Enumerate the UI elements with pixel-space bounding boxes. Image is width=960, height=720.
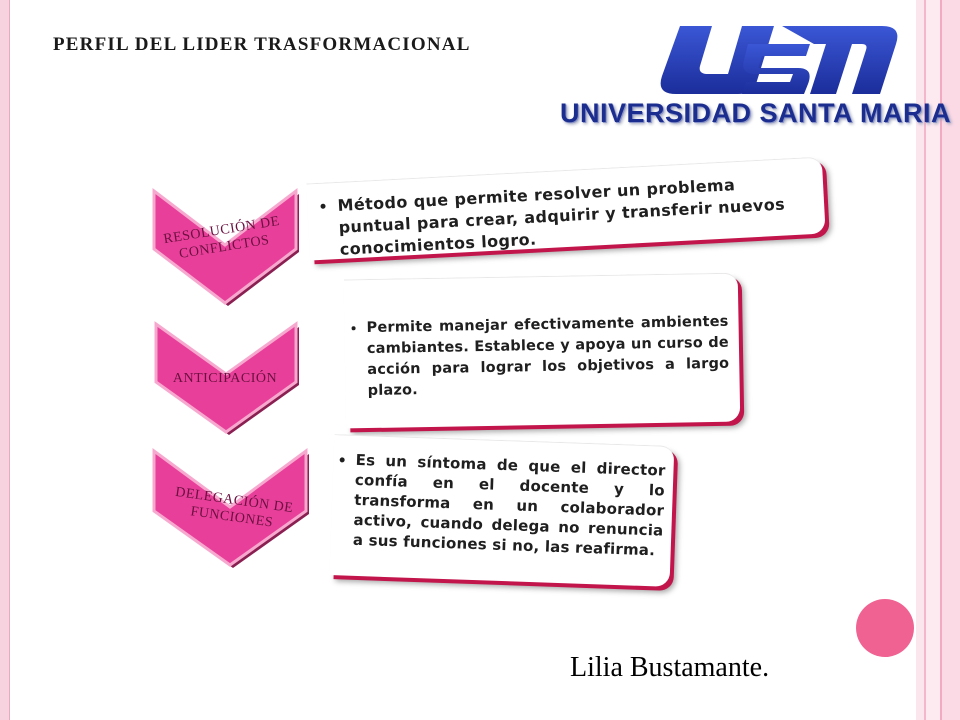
slide-title: PERFIL DEL LIDER TRASFORMACIONAL [53, 34, 471, 55]
description-anticipacion: Permite manejar efectivamente ambientes … [366, 312, 729, 402]
logo-s-shape [742, 44, 810, 94]
logo-m-shape [782, 26, 898, 94]
logo-u-shape [660, 26, 774, 94]
chevron-anticipacion [154, 321, 299, 435]
description-delegacion: Es un síntoma de que el director confía … [353, 450, 666, 561]
description-box-anticipacion: Permite manejar efectivamente ambientes … [343, 272, 741, 429]
author-signature: Lilia Bustamante. [570, 652, 770, 683]
chevron-resolucion [152, 187, 299, 306]
right-border-strip [916, 0, 960, 720]
logo-text: UNIVERSIDAD SANTA MARIA [560, 98, 952, 128]
description-resolucion: Método que permite resolver un problema … [337, 170, 814, 261]
pink-circle-decoration [856, 599, 914, 657]
description-box-delegacion: Es un síntoma de que el director confía … [329, 434, 675, 587]
left-border-strip [0, 0, 10, 720]
usm-logo [660, 26, 898, 94]
description-box-resolucion: Método que permite resolver un problema … [306, 156, 826, 261]
chevron-delegacion [152, 448, 309, 568]
label-anticipacion: ANTICIPACIÓN [172, 371, 278, 386]
